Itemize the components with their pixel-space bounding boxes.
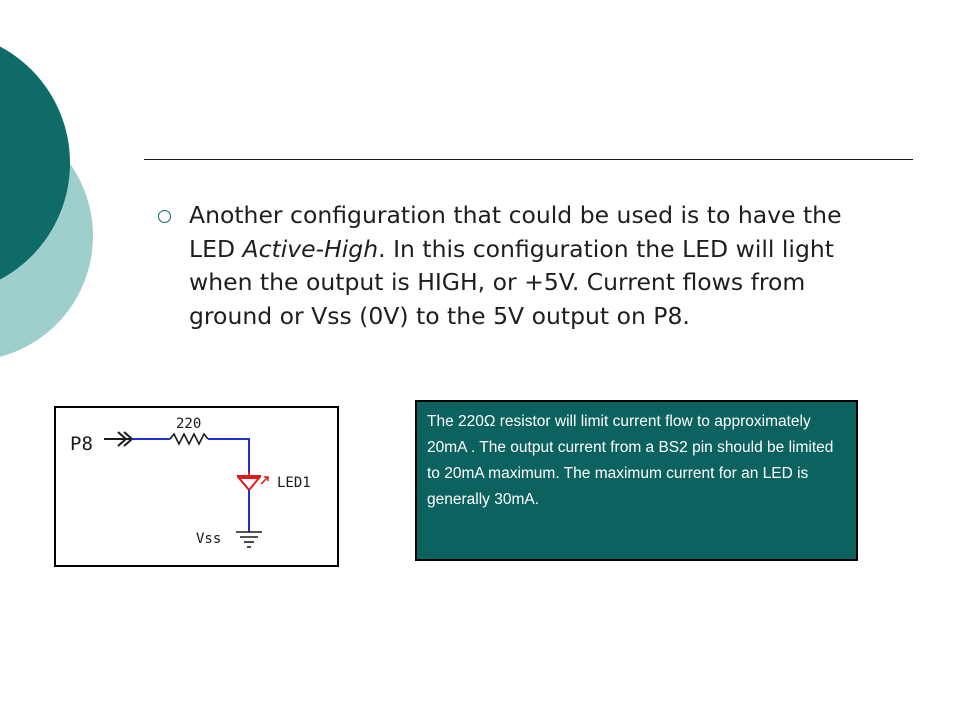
bullet-text-emphasis: Active-High [242,234,379,263]
hollow-circle-bullet-icon [158,210,171,223]
pin-arrow-icon [104,431,134,447]
pin-label: P8 [70,433,93,455]
wire-resistor-to-led [208,438,250,472]
resistor-icon [169,432,209,446]
led-label: LED1 [277,475,311,491]
decorative-circles [0,46,93,357]
bullet-text: Another configuration that could be used… [189,199,878,333]
note-text: The 220Ω resistor will limit current flo… [427,413,834,508]
note-box: The 220Ω resistor will limit current flo… [415,400,858,561]
circuit-schematic: P8 220 LED1 Vss [70,416,311,548]
bullet-text-part-1: Another configuration that could be used… [189,201,842,263]
ground-icon [236,531,262,548]
circuit-diagram: P8 220 LED1 Vss [54,406,339,567]
dark-teal-circle [0,46,70,280]
led-icon [236,472,269,492]
bullet-text-part-2: . In this configuration the LED will lig… [189,234,834,330]
ground-label: Vss [196,531,221,547]
title-divider [144,159,913,160]
bullet-item: Another configuration that could be used… [158,199,878,333]
resistor-label: 220 [176,416,201,432]
